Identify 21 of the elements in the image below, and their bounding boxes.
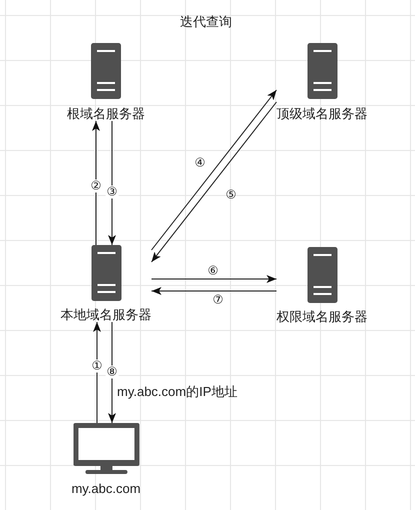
node-label: 权限域名服务器 — [276, 309, 368, 324]
edge-label: ① — [90, 360, 104, 372]
edge-label: ⑧ — [106, 366, 118, 378]
annotation-text: my.abc.com的IP地址 — [117, 384, 238, 399]
arrow — [93, 322, 101, 424]
arrow — [92, 120, 100, 246]
edge-label: ② — [90, 180, 102, 192]
arrow — [108, 120, 116, 246]
edge-label: ④ — [194, 156, 206, 170]
edge-label: ⑦ — [212, 294, 224, 306]
node-label: my.abc.com — [71, 481, 141, 496]
arrow — [151, 275, 277, 283]
arrow — [151, 287, 277, 295]
edge-label: ⑥ — [208, 264, 218, 278]
node-label: 本地域名服务器 — [60, 307, 152, 322]
diagram-title: 迭代查询 — [180, 14, 232, 29]
arrow — [108, 322, 116, 424]
edge-label: ⑤ — [226, 188, 236, 202]
node-label: 根域名服务器 — [67, 106, 145, 121]
edge-label: ③ — [106, 186, 118, 198]
node-label: 顶级域名服务器 — [276, 106, 368, 121]
